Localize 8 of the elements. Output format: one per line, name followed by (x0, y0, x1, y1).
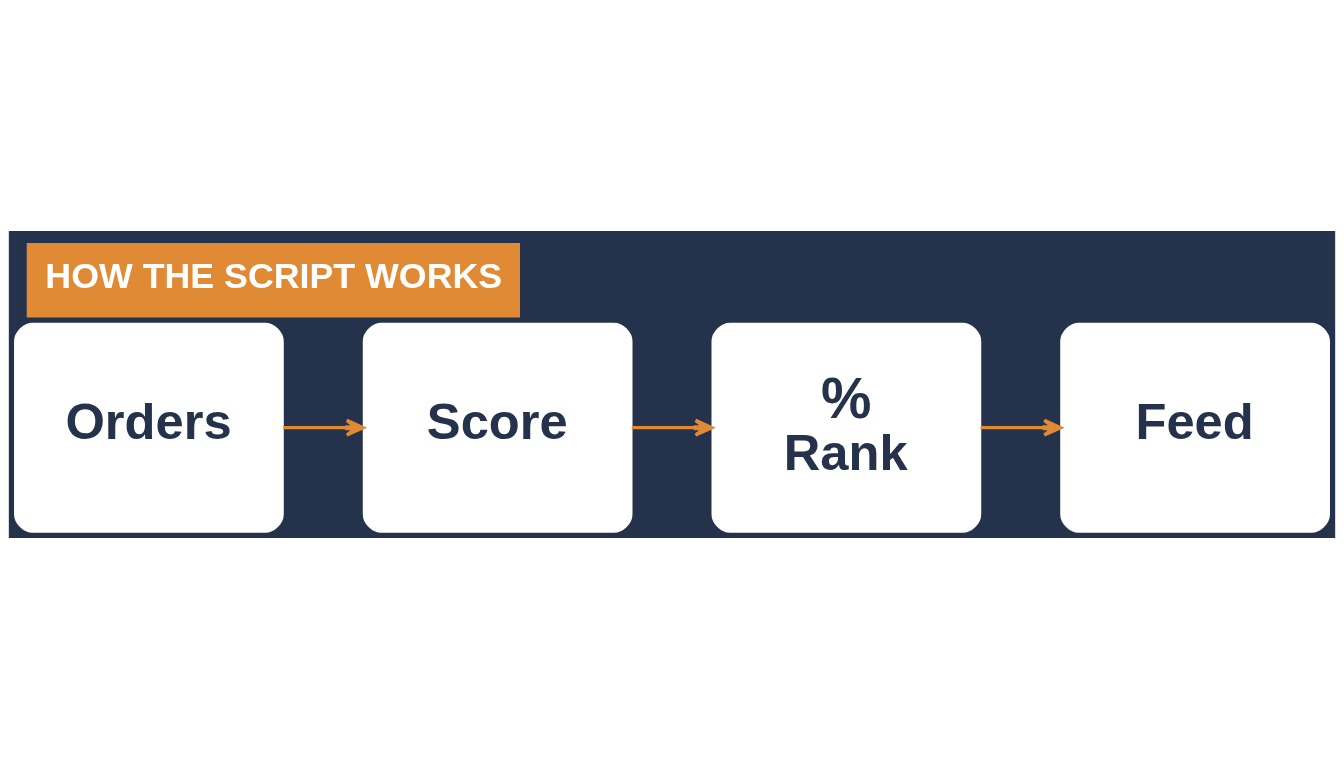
arrow (283, 418, 365, 437)
arrow (631, 418, 714, 437)
node-box: Feed (1060, 322, 1330, 533)
diagram-title: HOW THE SCRIPT WORKS (45, 255, 503, 296)
node-box: % Rank (711, 322, 982, 533)
arrow (980, 418, 1063, 437)
node-box: Score (362, 322, 633, 533)
node-box: Orders (14, 322, 284, 533)
